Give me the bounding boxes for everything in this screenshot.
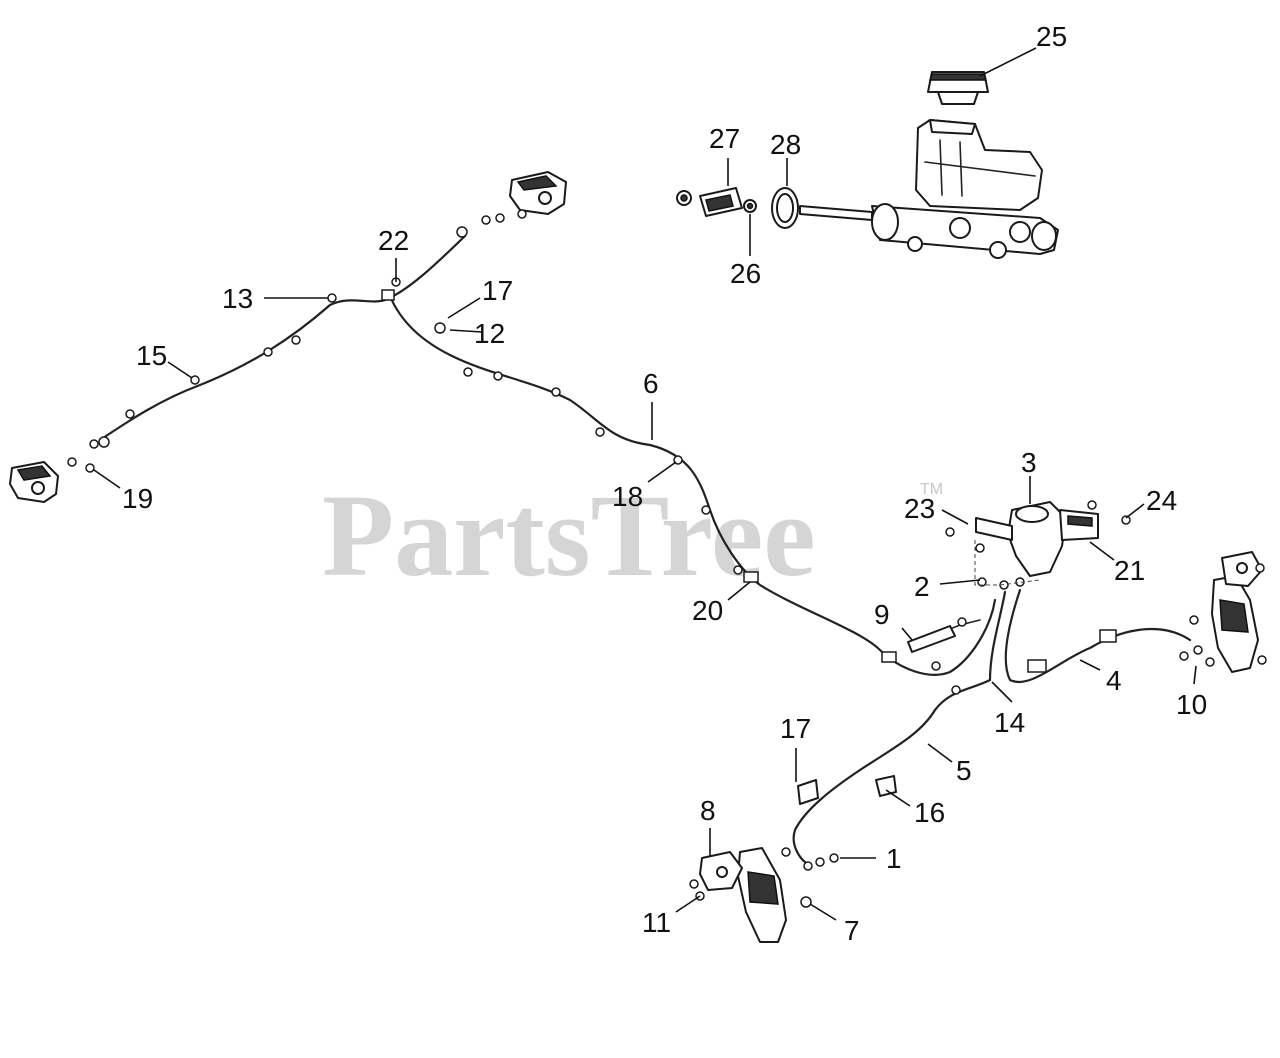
master-cylinder-assembly[interactable] (676, 71, 1059, 259)
left-brake-caliper[interactable] (9, 439, 99, 503)
callout-9[interactable]: 9 (874, 599, 890, 630)
callout-18[interactable]: 18 (612, 481, 643, 512)
callout-25[interactable]: 25 (1036, 21, 1067, 52)
callout-1[interactable]: 1 (886, 843, 902, 874)
callout-28[interactable]: 28 (770, 129, 801, 160)
callout-21[interactable]: 21 (1114, 555, 1145, 586)
callout-23[interactable]: 23 (904, 493, 935, 524)
brake-line-fitting[interactable] (907, 617, 967, 653)
callout-2[interactable]: 2 (914, 571, 930, 602)
callout-15[interactable]: 15 (136, 340, 167, 371)
callout-20[interactable]: 20 (692, 595, 723, 626)
brake-line-right-rear[interactable] (1004, 588, 1192, 683)
reservoir-body (915, 119, 1043, 211)
callout-6[interactable]: 6 (643, 368, 659, 399)
callout-10[interactable]: 10 (1176, 689, 1207, 720)
left-rear-brake-caliper[interactable] (689, 847, 839, 943)
reservoir-cap[interactable] (927, 71, 989, 105)
callout-3[interactable]: 3 (1021, 447, 1037, 478)
right-front-brake-caliper[interactable] (481, 171, 567, 225)
callout-19[interactable]: 19 (122, 483, 153, 514)
leader-lines (93, 47, 1197, 921)
callout-24[interactable]: 24 (1146, 485, 1177, 516)
callout-7[interactable]: 7 (844, 915, 860, 946)
callout-5[interactable]: 5 (956, 755, 972, 786)
watermark: PartsTree TM (322, 470, 943, 601)
callout-11[interactable]: 11 (642, 907, 671, 938)
callout-labels: 25 27 28 26 22 13 17 12 15 6 18 19 3 23 … (122, 21, 1207, 946)
watermark-trademark: TM (920, 481, 943, 498)
callout-12[interactable]: 12 (474, 318, 505, 349)
callout-4[interactable]: 4 (1106, 665, 1122, 696)
clevis[interactable] (676, 187, 743, 217)
watermark-text: PartsTree (322, 470, 816, 601)
callout-14[interactable]: 14 (994, 707, 1025, 738)
line-clips[interactable] (98, 226, 961, 695)
master-cylinder-body (871, 203, 1059, 259)
callout-8[interactable]: 8 (700, 795, 716, 826)
callout-22[interactable]: 22 (378, 225, 409, 256)
callout-17-lower[interactable]: 17 (780, 713, 811, 744)
push-rod (799, 205, 873, 221)
callout-26[interactable]: 26 (730, 258, 761, 289)
lower-line-clips[interactable] (797, 629, 1117, 805)
callout-27[interactable]: 27 (709, 123, 740, 154)
brake-line-left-front[interactable] (98, 298, 387, 442)
right-rear-brake-caliper[interactable] (1179, 551, 1267, 673)
brake-line-rear-tee[interactable] (988, 590, 1007, 682)
proportioning-valve[interactable] (945, 500, 1131, 590)
brake-line-left-rear[interactable] (792, 678, 992, 864)
callout-16[interactable]: 16 (914, 797, 945, 828)
callout-17-upper[interactable]: 17 (482, 275, 513, 306)
callout-13[interactable]: 13 (222, 283, 253, 314)
